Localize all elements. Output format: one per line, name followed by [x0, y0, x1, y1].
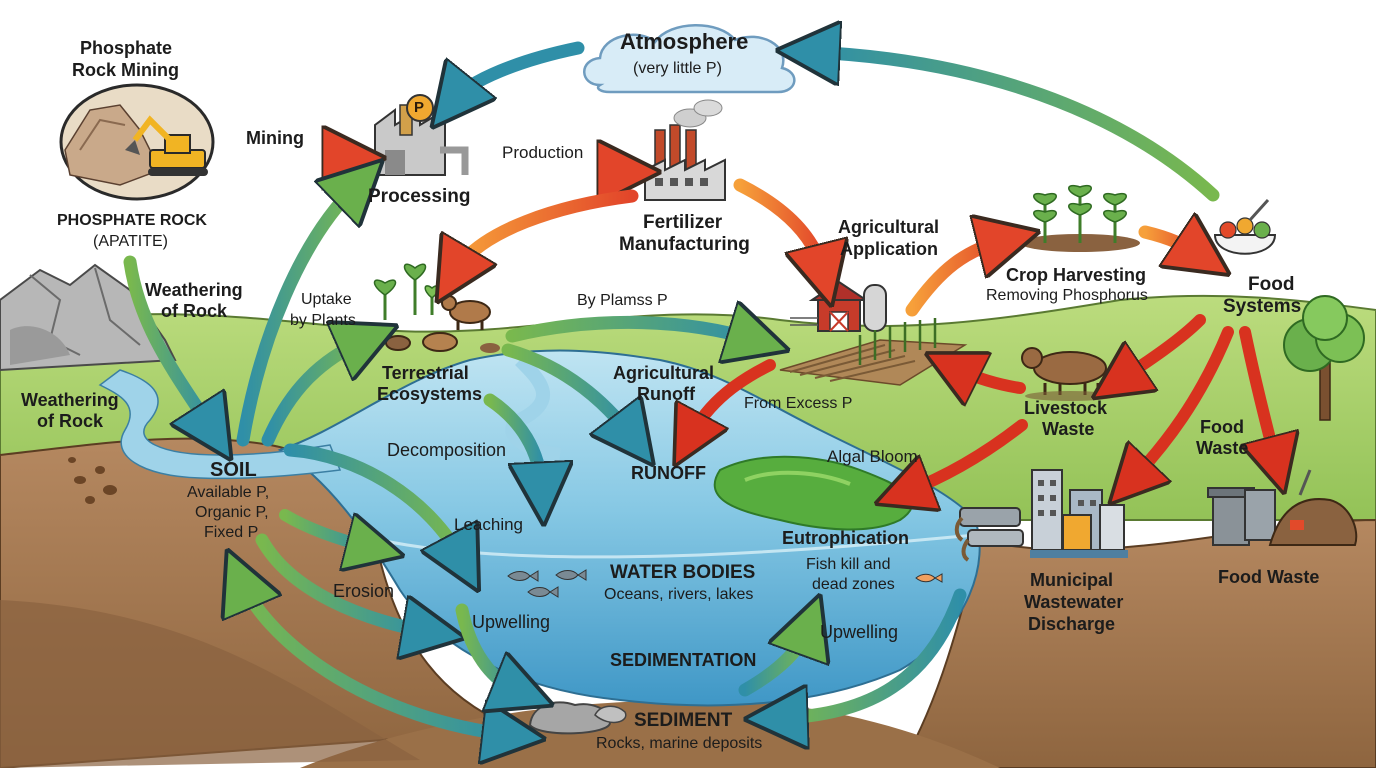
cloud-icon — [583, 24, 796, 94]
agricultural-application-line1: Agricultural — [838, 217, 940, 237]
sedimentation-label: SEDIMENTATION — [610, 650, 757, 670]
weathering-top-line2: of Rock — [161, 301, 228, 321]
terrestrial-line1: Terrestrial — [382, 363, 469, 383]
p-badge-label: P — [414, 99, 425, 116]
water-bodies-subtitle: Oceans, rivers, lakes — [604, 586, 754, 603]
water-bodies-title: WATER BODIES — [610, 562, 756, 583]
phosphate-mining-title-line2: Rock Mining — [72, 60, 179, 80]
fish-kill-line1: Fish kill and — [806, 556, 891, 573]
decomposition-label: Decomposition — [387, 440, 507, 460]
fertilizer-factory-icon — [644, 99, 726, 201]
weathering-top-line1: Weathering — [145, 280, 243, 300]
flow-arrows — [123, 48, 1276, 735]
algal-bloom-label: Algal Bloom — [827, 447, 918, 466]
weathering-left-line1: Weathering — [21, 390, 119, 410]
food-waste-bin-label: Food Waste — [1218, 567, 1320, 587]
sediment-title: SEDIMENT — [634, 710, 733, 731]
agricultural-runoff-line2: Runoff — [637, 384, 695, 404]
upwelling-right-label: Upwelling — [820, 622, 899, 642]
by-plamss-label: By Plamss P — [577, 292, 668, 309]
phosphate-mining-title-line1: Phosphate — [80, 38, 173, 58]
crop-harvesting-title: Crop Harvesting — [1006, 265, 1147, 285]
food-systems-line2: Systems — [1223, 296, 1302, 317]
uptake-line2: by Plants — [290, 312, 356, 329]
municipal-line1: Municipal — [1030, 570, 1114, 590]
sediment-subtitle: Rocks, marine deposits — [596, 735, 763, 752]
atmosphere-subtitle: (very little P) — [633, 60, 722, 77]
runoff-label: RUNOFF — [631, 463, 706, 483]
from-excess-label: From Excess P — [744, 395, 853, 412]
food-bowl-icon — [1213, 198, 1277, 255]
fertilizer-label-line2: Manufacturing — [619, 234, 750, 255]
agricultural-application-line2: Application — [840, 239, 938, 259]
terrestrial-line2: Ecosystems — [377, 384, 483, 404]
trash-bins-icon — [1207, 469, 1358, 546]
livestock-line2: Waste — [1042, 419, 1095, 439]
mining-label: Mining — [246, 128, 304, 148]
crop-harvesting-subtitle: Removing Phosphorus — [986, 287, 1148, 304]
eutrophication-label: Eutrophication — [782, 528, 909, 548]
crop-plants-icon — [1020, 185, 1140, 252]
mining-excavator-icon — [59, 83, 215, 201]
phosphate-rock-label: PHOSPHATE ROCK — [57, 212, 207, 229]
fertilizer-label-line1: Fertilizer — [643, 212, 723, 233]
processing-plant-icon — [374, 94, 469, 176]
erosion-label: Erosion — [333, 581, 395, 601]
uptake-line1: Uptake — [301, 291, 352, 308]
municipal-line3: Discharge — [1028, 614, 1116, 634]
city-buildings-icon — [1030, 469, 1128, 558]
soil-line1: Available P, — [187, 484, 270, 501]
food-waste-arrow-line2: Waste — [1196, 438, 1249, 458]
soil-title: SOIL — [210, 459, 257, 481]
processing-label: Processing — [368, 186, 471, 207]
food-waste-arrow-line1: Food — [1200, 417, 1244, 437]
apatite-label: (APATITE) — [93, 233, 168, 250]
municipal-line2: Wastewater — [1024, 592, 1124, 612]
livestock-line1: Livestock — [1024, 398, 1108, 418]
food-systems-line1: Food — [1248, 274, 1295, 295]
soil-line2: Organic P, — [195, 504, 269, 521]
weathering-left-line2: of Rock — [37, 411, 104, 431]
production-label: Production — [502, 143, 584, 162]
agricultural-runoff-line1: Agricultural — [613, 363, 715, 383]
soil-line3: Fixed P — [204, 524, 259, 541]
fish-kill-line2: dead zones — [812, 576, 895, 593]
wastewater-pipe-icon — [954, 507, 1024, 562]
atmosphere-title: Atmosphere — [620, 29, 749, 54]
leaching-label: Leaching — [454, 515, 524, 534]
upwelling-left-label: Upwelling — [472, 612, 551, 632]
